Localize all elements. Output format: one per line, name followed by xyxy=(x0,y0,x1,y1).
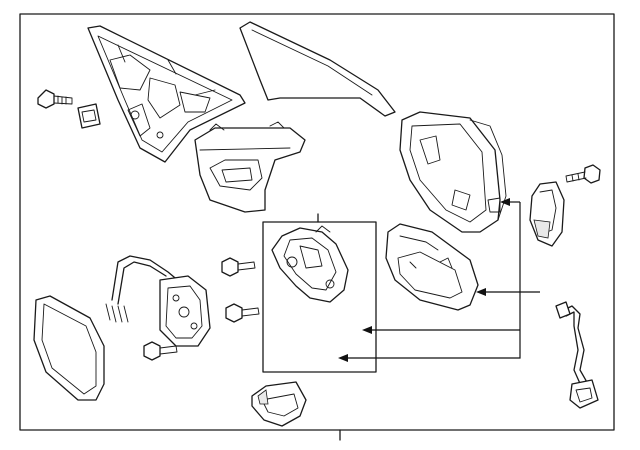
lower-trim-piece xyxy=(251,381,307,427)
wire-harness xyxy=(555,301,599,409)
mirror-base-cover xyxy=(194,121,306,213)
mirror-glass xyxy=(33,295,105,401)
screw-lower-mid xyxy=(225,303,260,323)
mirror-base-frame xyxy=(87,25,246,163)
mirror-lower-cover xyxy=(385,223,479,311)
reference-arrows xyxy=(338,198,540,362)
screw-left xyxy=(143,341,178,361)
diagram-frame xyxy=(19,13,615,441)
mirror-cover-strip xyxy=(239,21,396,117)
bolt-right xyxy=(565,164,601,184)
mirror-actuator xyxy=(271,225,349,303)
clip-top-left xyxy=(77,103,101,129)
mirror-motor-wiring xyxy=(105,255,211,347)
mirror-housing xyxy=(399,111,507,233)
screw-upper-mid xyxy=(221,257,256,277)
turn-signal-lamp xyxy=(529,181,565,247)
bolt-top-left xyxy=(37,89,73,109)
actuator-callout-box xyxy=(262,213,377,373)
